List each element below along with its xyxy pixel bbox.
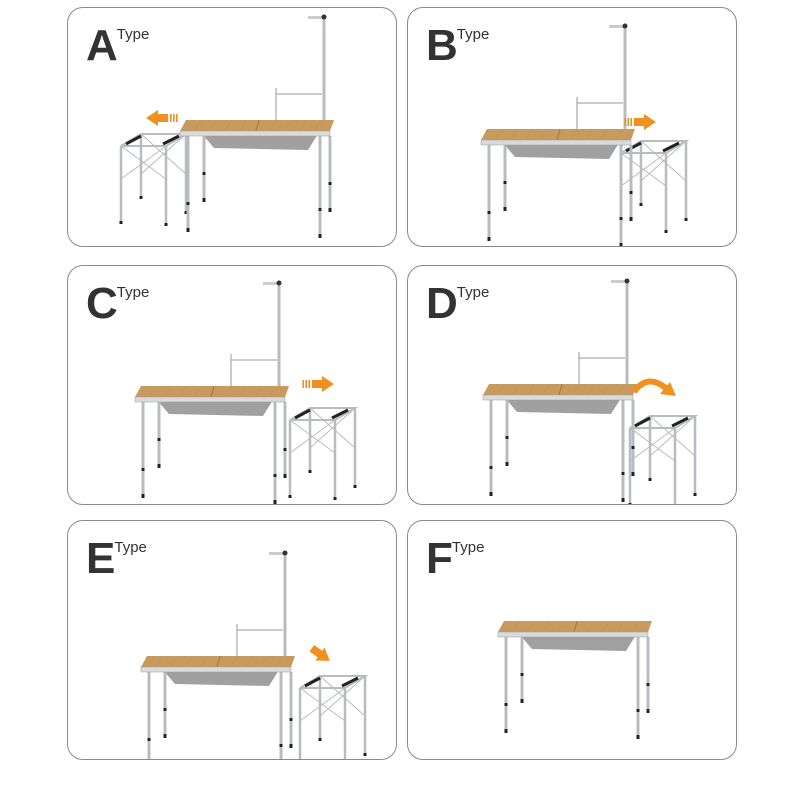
side-rack <box>628 415 699 504</box>
side-rack <box>288 407 359 500</box>
curved-arrow-icon <box>631 378 676 396</box>
side-rack <box>119 133 190 226</box>
table-illustration <box>480 23 690 246</box>
type-text: Type <box>456 284 490 301</box>
side-rack <box>298 675 369 759</box>
right-arrow-icon <box>302 376 334 392</box>
table <box>140 550 295 759</box>
type-letter: C <box>86 279 118 328</box>
type-letter: B <box>426 21 458 70</box>
type-letter: E <box>86 534 115 583</box>
table-illustration <box>119 14 334 238</box>
type-letter: A <box>86 21 118 70</box>
table <box>497 620 652 739</box>
type-letter: F <box>426 534 453 583</box>
table <box>480 23 635 246</box>
right-arrow-icon <box>624 114 656 130</box>
down-right-arrow-icon <box>309 644 330 661</box>
type-text: Type <box>456 26 490 43</box>
left-arrow-icon <box>146 110 178 126</box>
type-letter: D <box>426 279 458 328</box>
type-text: Type <box>116 284 150 301</box>
table-illustration <box>134 280 359 504</box>
table <box>482 278 637 502</box>
table-illustration <box>497 620 652 739</box>
table <box>134 280 289 504</box>
table-illustration <box>482 278 699 504</box>
table <box>179 14 334 238</box>
type-text: Type <box>114 539 147 556</box>
table-illustration <box>140 550 369 759</box>
type-text: Type <box>116 26 150 43</box>
type-text: Type <box>451 539 485 556</box>
